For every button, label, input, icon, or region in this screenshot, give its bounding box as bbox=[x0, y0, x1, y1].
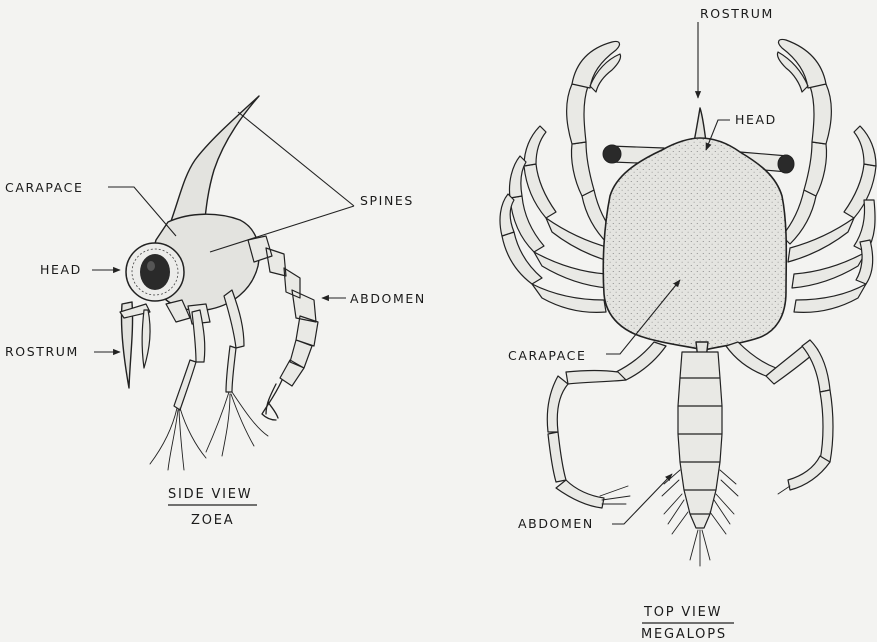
megalops-caption-name: MEGALOPS bbox=[641, 627, 727, 642]
megalops-label-carapace: CARAPACE bbox=[508, 348, 587, 363]
zoea-label-abdomen: ABDOMEN bbox=[350, 291, 426, 306]
zoea-label-rostrum: ROSTRUM bbox=[5, 344, 79, 359]
megalops-rostrum bbox=[694, 108, 706, 142]
megalops-carapace bbox=[603, 138, 786, 350]
zoea-label-head: HEAD bbox=[40, 262, 82, 277]
megalops-right-claw bbox=[777, 39, 826, 92]
zoea-caption: SIDE VIEW ZOEA bbox=[168, 487, 257, 528]
zoea-label-carapace: CARAPACE bbox=[5, 180, 84, 195]
megalops-illustration bbox=[500, 39, 876, 566]
megalops-right-eye bbox=[778, 155, 794, 173]
zoea-leader-spines-top bbox=[238, 112, 354, 206]
megalops-label-abdomen: ABDOMEN bbox=[518, 516, 594, 531]
zoea-caption-view: SIDE VIEW bbox=[168, 487, 252, 502]
megalops-left-eye bbox=[603, 145, 621, 163]
megalops-leader-abdomen bbox=[612, 474, 672, 524]
zoea-label-spines: SPINES bbox=[360, 193, 414, 208]
zoea-eye bbox=[140, 254, 170, 290]
zoea-caption-name: ZOEA bbox=[191, 513, 234, 528]
megalops-left-claw bbox=[572, 41, 621, 92]
zoea-abdomen bbox=[248, 236, 318, 386]
megalops-caption-view: TOP VIEW bbox=[643, 605, 722, 620]
megalops-label-rostrum: ROSTRUM bbox=[700, 6, 774, 21]
megalops-caption: TOP VIEW MEGALOPS bbox=[641, 605, 734, 642]
zoea-dorsal-spine bbox=[170, 96, 259, 228]
megalops-label-head: HEAD bbox=[735, 112, 777, 127]
